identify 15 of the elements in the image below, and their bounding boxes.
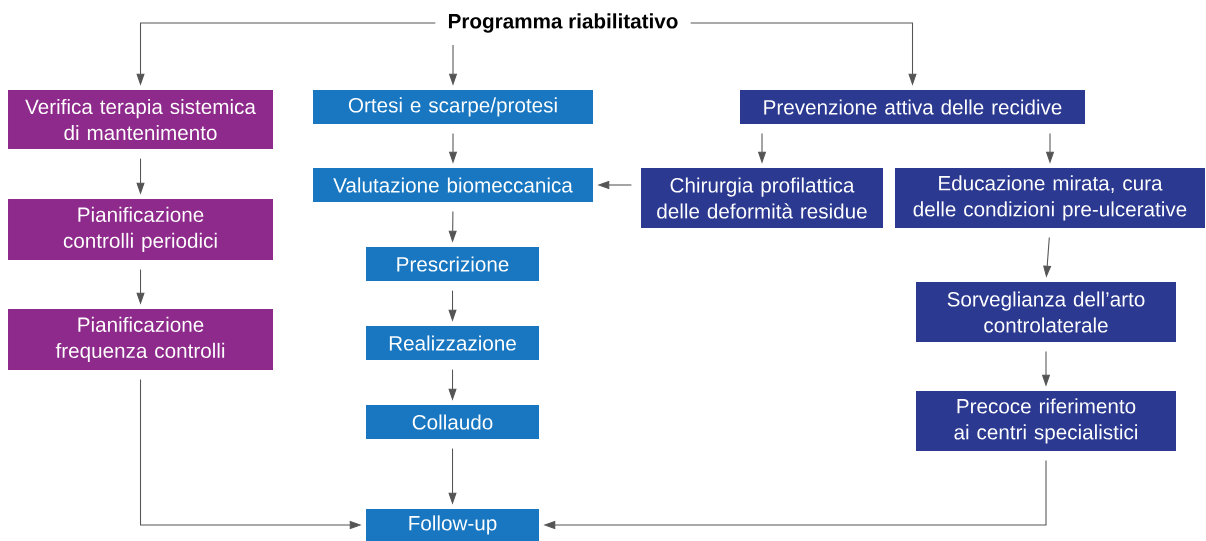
process-box: Sorveglianza dell’arto controlaterale [916, 282, 1176, 342]
process-box: Educazione mirata, cura delle condizioni pre-ulcerative [895, 168, 1205, 228]
process-box: Realizzazione [366, 326, 539, 360]
process-box: Verifica terapia sistemica di mantenimento [8, 90, 273, 149]
process-box: Precoce riferimento ai centri specialistici [916, 391, 1176, 451]
process-box: Pianificazione controlli periodici [8, 199, 273, 260]
process-box: Prescrizione [366, 247, 539, 281]
process-box: Ortesi e scarpe/protesi [313, 90, 593, 124]
title-text: Programma riabilitativo [448, 13, 678, 33]
process-box: Collaudo [366, 405, 539, 439]
process-box: Follow-up [366, 509, 539, 541]
process-box: Valutazione biomeccanica [313, 168, 593, 202]
process-box: Chirurgia profilattica delle deformità residue [641, 168, 883, 228]
process-box: Pianificazione frequenza controlli [8, 309, 273, 370]
process-box: Prevenzione attiva delle recidive [740, 90, 1085, 124]
